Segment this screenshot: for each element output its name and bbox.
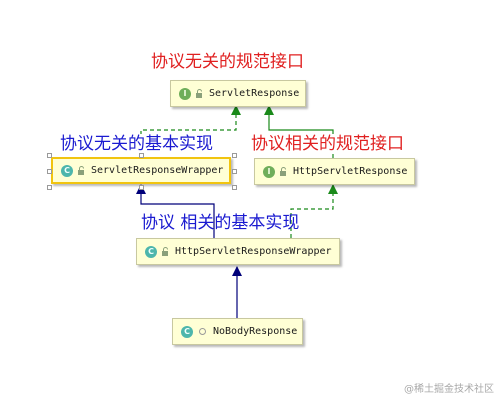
class-node-http-servlet-response-wrapper[interactable]: C HttpServletResponseWrapper <box>136 238 340 265</box>
package-private-icon <box>199 328 206 335</box>
resize-handle[interactable] <box>139 185 144 190</box>
class-icon: C <box>61 164 73 177</box>
annotation-protocol-independent-interface: 协议无关的规范接口 <box>151 52 304 72</box>
public-lock-icon <box>196 89 202 98</box>
class-name: NoBodyResponse <box>213 326 298 337</box>
class-node-servlet-response[interactable]: I ServletResponse <box>170 80 306 107</box>
resize-handle[interactable] <box>232 153 237 158</box>
resize-handle[interactable] <box>139 153 144 158</box>
class-name: HttpServletResponse <box>293 166 408 177</box>
implements-edge-http-wrapper-to-http-response <box>290 184 338 238</box>
class-node-servlet-response-wrapper[interactable]: C ServletResponseWrapper <box>51 157 231 184</box>
resize-handle[interactable] <box>232 185 237 190</box>
annotation-protocol-independent-implementation: 协议无关的基本实现 <box>60 134 213 154</box>
public-lock-icon <box>162 247 168 256</box>
public-lock-icon <box>280 167 286 176</box>
class-node-no-body-response[interactable]: C NoBodyResponse <box>172 318 303 345</box>
resize-handle[interactable] <box>47 185 52 190</box>
watermark: @稀土掘金技术社区 <box>404 384 494 395</box>
class-icon: C <box>145 245 157 258</box>
class-name: ServletResponse <box>209 88 300 99</box>
class-name: HttpServletResponseWrapper <box>175 246 332 257</box>
implements-edge-wrapper-to-servlet-response <box>140 105 241 156</box>
resize-handle[interactable] <box>47 169 52 174</box>
interface-icon: I <box>263 165 275 178</box>
public-lock-icon <box>78 166 84 175</box>
interface-icon: I <box>179 87 191 100</box>
resize-handle[interactable] <box>47 153 52 158</box>
class-icon: C <box>181 325 193 338</box>
resize-handle[interactable] <box>232 169 237 174</box>
annotation-protocol-dependent-implementation: 协议 相关的基本实现 <box>141 213 300 233</box>
class-name: ServletResponseWrapper <box>91 165 224 176</box>
extends-edge-http-wrapper-to-wrapper <box>136 184 215 238</box>
annotation-protocol-dependent-interface: 协议相关的规范接口 <box>251 134 404 154</box>
class-node-http-servlet-response[interactable]: I HttpServletResponse <box>254 158 415 185</box>
